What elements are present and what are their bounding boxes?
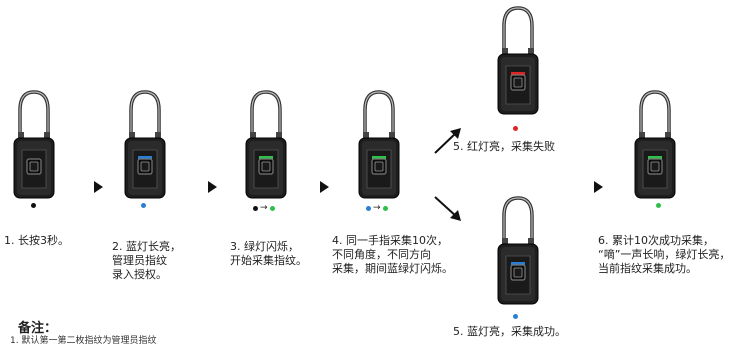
caption-line: 开始采集指纹。 — [230, 254, 307, 267]
padlock-s2 — [123, 90, 167, 204]
step-arrow-2 — [208, 181, 217, 193]
caption-line: 不同角度，不同方向 — [332, 248, 431, 261]
green-dot — [269, 205, 275, 211]
notes-title: 备注： — [18, 321, 58, 336]
notes-text: 1. 默认第一第二枚指纹为管理员指纹 — [10, 336, 157, 346]
caption-s3: 3. 绿灯闪烁，开始采集指纹。 — [230, 240, 307, 268]
indicator-dots-s1 — [31, 203, 36, 208]
caption-s5b: 5. 蓝灯亮，采集成功。 — [453, 325, 566, 339]
padlock-s3 — [244, 90, 288, 204]
indicator-light — [511, 262, 525, 265]
black-dot — [253, 205, 258, 211]
indicator-dots-s2 — [141, 203, 146, 208]
padlock-s1 — [12, 90, 56, 204]
indicator-dots-s4: → — [366, 203, 388, 213]
arrow-down-success-head — [450, 210, 461, 221]
caption-line: 5. 红灯亮，采集失败 — [453, 140, 555, 153]
green-dot — [656, 203, 661, 208]
step-arrow-4 — [594, 181, 603, 193]
caption-line: 4. 同一手指采集10次， — [332, 234, 448, 247]
padlock-s6 — [633, 90, 677, 204]
indicator-light — [648, 156, 662, 159]
indicator-light — [259, 156, 273, 159]
caption-line: 录入授权。 — [112, 268, 167, 281]
caption-line: 当前指纹采集成功。 — [598, 262, 697, 275]
step-arrow-3 — [320, 181, 329, 193]
caption-line: 1. 长按3秒。 — [4, 234, 69, 247]
caption-line: 管理员指纹 — [112, 254, 167, 267]
caption-line: 5. 蓝灯亮，采集成功。 — [453, 325, 566, 338]
branch-arrows — [434, 128, 461, 221]
padlock-s5a — [496, 6, 540, 120]
caption-s5a: 5. 红灯亮，采集失败 — [453, 140, 555, 154]
indicator-light — [372, 156, 386, 159]
indicator-dots-s3: → — [253, 203, 275, 213]
arrow-up-fail — [434, 131, 458, 154]
red-dot — [513, 126, 518, 131]
arrow-down-success — [434, 196, 458, 218]
indicator-light — [138, 156, 152, 159]
blue-dot — [366, 205, 371, 211]
caption-s4: 4. 同一手指采集10次，不同角度，不同方向采集，期间蓝绿灯闪烁。 — [332, 234, 453, 276]
padlock-s5b — [496, 196, 540, 310]
padlock-s4 — [357, 90, 401, 204]
caption-line: 3. 绿灯闪烁， — [230, 240, 299, 253]
caption-line: 6. 累计10次成功采集， — [598, 234, 714, 247]
transition-arrow: → — [373, 203, 381, 213]
arrow-up-fail-head — [450, 128, 461, 139]
caption-line: 2. 蓝灯长亮， — [112, 240, 181, 253]
blue-dot — [513, 314, 518, 319]
caption-s2: 2. 蓝灯长亮，管理员指纹录入授权。 — [112, 240, 181, 282]
caption-line: “嘀”一声长响，绿灯长亮， — [598, 248, 731, 261]
indicator-dots-s5b — [513, 314, 518, 319]
caption-s1: 1. 长按3秒。 — [4, 234, 69, 248]
green-dot — [382, 205, 388, 211]
indicator-dots-s5a — [513, 126, 518, 131]
step-arrow-1 — [94, 181, 103, 193]
black-dot — [31, 203, 36, 208]
indicator-light — [511, 72, 525, 75]
caption-line: 采集，期间蓝绿灯闪烁。 — [332, 262, 453, 275]
indicator-dots-s6 — [656, 203, 661, 208]
transition-arrow: → — [260, 203, 268, 213]
caption-s6: 6. 累计10次成功采集，“嘀”一声长响，绿灯长亮，当前指纹采集成功。 — [598, 234, 730, 276]
blue-dot — [141, 203, 146, 208]
